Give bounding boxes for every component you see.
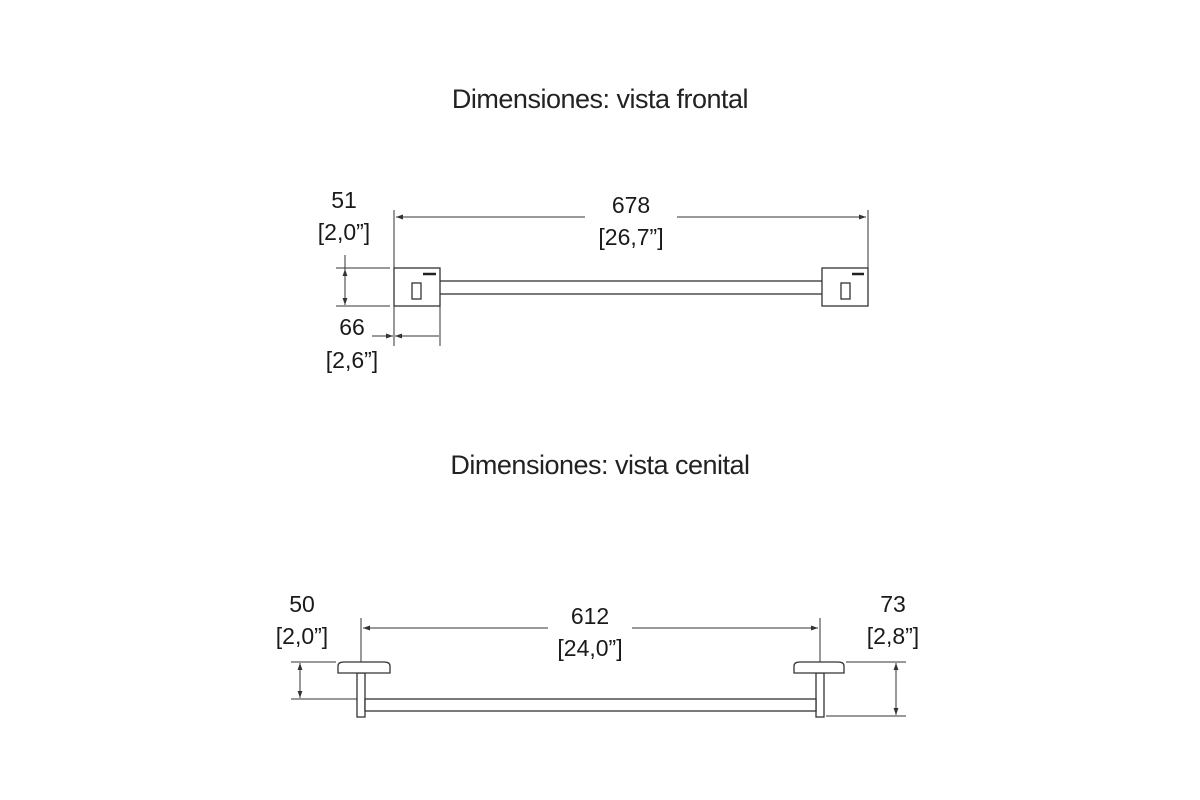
top-right-depth-in: [2,8”] xyxy=(867,623,919,649)
top-right-depth-mm: 73 xyxy=(880,591,906,617)
top-view: 612 [24,0”] 50 [2,0”] 73 [2,8”] xyxy=(276,591,919,718)
front-view: 678 [26,7”] 51 [2,0”] 66 [2,6”] xyxy=(318,187,869,373)
front-height-in: [2,0”] xyxy=(318,219,370,245)
front-view-title: Dimensiones: vista frontal xyxy=(451,84,749,114)
front-height-mm: 51 xyxy=(331,187,357,213)
front-base-width-dimension: 66 [2,6”] xyxy=(326,306,441,373)
front-length-mm: 678 xyxy=(612,192,650,218)
top-left-depth-dimension: 50 [2,0”] xyxy=(276,591,357,700)
front-base-width-in: [2,6”] xyxy=(326,347,378,373)
top-length-mm: 612 xyxy=(571,603,609,629)
top-right-depth-dimension: 73 [2,8”] xyxy=(826,591,919,717)
front-length-in: [26,7”] xyxy=(598,224,663,250)
top-left-depth-mm: 50 xyxy=(289,591,315,617)
front-height-dimension: 51 [2,0”] xyxy=(318,187,390,307)
top-view-title: Dimensiones: vista cenital xyxy=(450,450,750,480)
top-length-in: [24,0”] xyxy=(557,635,622,661)
top-left-depth-in: [2,0”] xyxy=(276,623,328,649)
top-towel-bar xyxy=(337,661,845,718)
top-length-dimension: 612 [24,0”] xyxy=(360,603,821,662)
front-towel-bar xyxy=(393,267,869,307)
front-length-dimension: 678 [26,7”] xyxy=(393,192,869,268)
front-base-width-mm: 66 xyxy=(339,314,365,340)
